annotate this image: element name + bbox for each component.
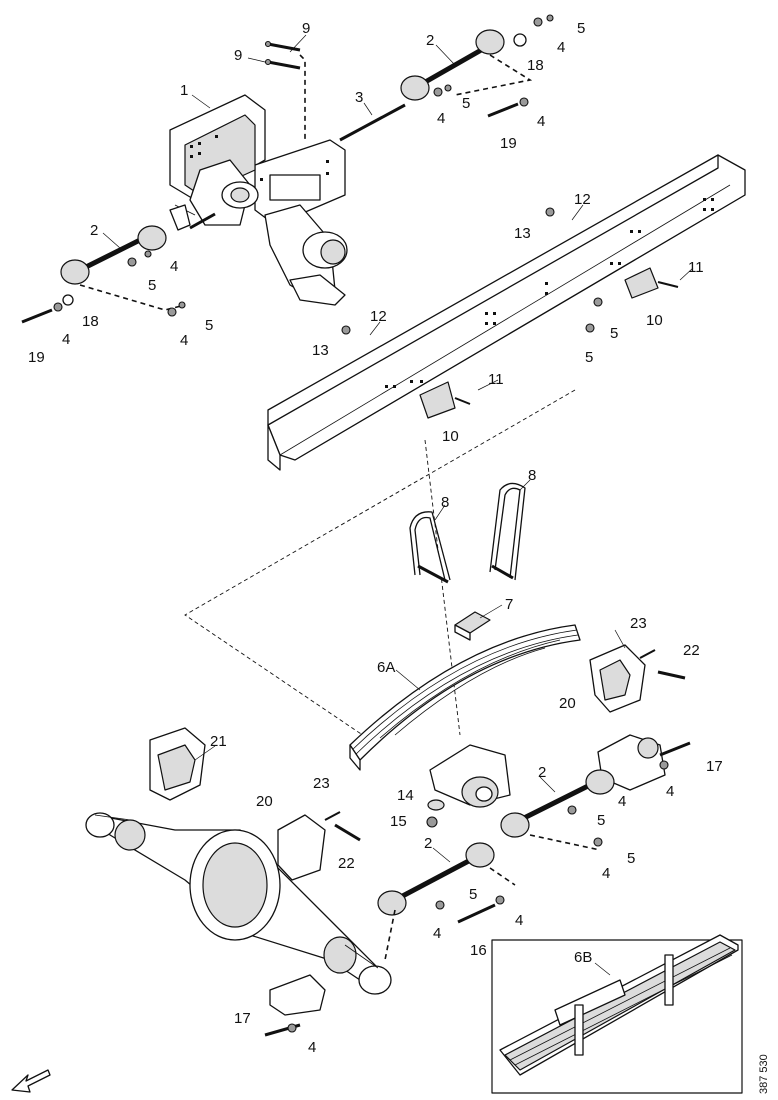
callout-4: 4 bbox=[618, 793, 626, 810]
callout-19: 19 bbox=[28, 349, 45, 366]
trunnion-bracket bbox=[169, 94, 348, 306]
bracket-21 bbox=[149, 727, 206, 801]
u-bolts bbox=[409, 482, 526, 584]
callout-11: 11 bbox=[488, 371, 504, 388]
callout-4: 4 bbox=[515, 912, 523, 929]
callout-18: 18 bbox=[82, 313, 99, 330]
leaf-spring bbox=[349, 624, 581, 771]
reaction-rod-lower-right bbox=[500, 760, 669, 847]
callout-17: 17 bbox=[234, 1010, 251, 1027]
callout-2: 2 bbox=[90, 222, 98, 239]
callout-14: 14 bbox=[397, 787, 414, 804]
callout-23: 23 bbox=[630, 615, 647, 632]
bracket-20-upper bbox=[589, 644, 686, 713]
callout-13: 13 bbox=[312, 342, 329, 359]
callout-22: 22 bbox=[683, 642, 700, 659]
callout-4: 4 bbox=[308, 1039, 316, 1056]
callout-8: 8 bbox=[441, 494, 449, 511]
callout-5: 5 bbox=[577, 20, 585, 37]
callout-9: 9 bbox=[234, 47, 242, 64]
callout-4: 4 bbox=[170, 258, 178, 275]
callout-labels: 9 9 1 2 3 4 5 18 5 4 4 19 2 4 5 18 5 4 4… bbox=[28, 20, 723, 1056]
callout-4: 4 bbox=[433, 925, 441, 942]
callout-12: 12 bbox=[370, 308, 387, 325]
spacer-block bbox=[454, 611, 491, 641]
callout-21: 21 bbox=[210, 733, 227, 750]
brackets-10 bbox=[419, 267, 679, 419]
nut-washer-14-15 bbox=[426, 799, 445, 828]
callout-5: 5 bbox=[148, 277, 156, 294]
callout-15: 15 bbox=[390, 813, 407, 830]
callout-4: 4 bbox=[666, 783, 674, 800]
callout-5: 5 bbox=[585, 349, 593, 366]
callout-22: 22 bbox=[338, 855, 355, 872]
callout-4: 4 bbox=[557, 39, 565, 56]
callout-10: 10 bbox=[442, 428, 459, 445]
fasteners-upper bbox=[21, 14, 603, 335]
callout-19: 19 bbox=[500, 135, 517, 152]
frame-rail bbox=[267, 154, 746, 471]
reaction-rod-lower-left bbox=[377, 842, 505, 924]
direction-arrow-icon bbox=[11, 1069, 51, 1093]
callout-3: 3 bbox=[355, 89, 363, 106]
leader-lines bbox=[102, 34, 694, 976]
callout-6A: 6A bbox=[377, 659, 395, 676]
callout-11: 11 bbox=[688, 259, 704, 276]
frame-holes bbox=[385, 198, 714, 388]
dashed-guides-lower bbox=[384, 834, 601, 961]
rod-3 bbox=[339, 103, 406, 142]
callout-6B: 6B bbox=[574, 949, 592, 966]
callout-4: 4 bbox=[62, 331, 70, 348]
callout-2: 2 bbox=[538, 764, 546, 781]
callout-5: 5 bbox=[462, 95, 470, 112]
callout-4: 4 bbox=[537, 113, 545, 130]
callout-5: 5 bbox=[627, 850, 635, 867]
callout-18: 18 bbox=[527, 57, 544, 74]
callout-13: 13 bbox=[514, 225, 531, 242]
axle-saddle-lower bbox=[264, 974, 326, 1037]
callout-7: 7 bbox=[505, 596, 513, 613]
inset-6B bbox=[491, 934, 743, 1094]
reaction-rod-upper-left bbox=[60, 225, 167, 285]
callout-4: 4 bbox=[180, 332, 188, 349]
callout-20: 20 bbox=[256, 793, 273, 810]
callout-2: 2 bbox=[426, 32, 434, 49]
callout-10: 10 bbox=[646, 312, 663, 329]
callout-2: 2 bbox=[424, 835, 432, 852]
dashed-guides-upper bbox=[79, 54, 533, 311]
callout-8: 8 bbox=[528, 467, 536, 484]
callout-5: 5 bbox=[597, 812, 605, 829]
callout-17: 17 bbox=[706, 758, 723, 775]
callout-9: 9 bbox=[302, 20, 310, 37]
callout-12: 12 bbox=[574, 191, 591, 208]
bolts-9 bbox=[264, 40, 301, 70]
callout-5: 5 bbox=[610, 325, 618, 342]
bracket-20-lower bbox=[277, 811, 361, 881]
spring-seat bbox=[429, 744, 511, 808]
callout-16: 16 bbox=[470, 942, 487, 959]
rod-small bbox=[189, 212, 216, 230]
callout-1: 1 bbox=[180, 82, 188, 99]
document-number: 387 530 bbox=[758, 1054, 770, 1094]
callout-4: 4 bbox=[602, 865, 610, 882]
callout-5: 5 bbox=[469, 886, 477, 903]
callout-4: 4 bbox=[437, 110, 445, 127]
callout-5: 5 bbox=[205, 317, 213, 334]
callout-23: 23 bbox=[313, 775, 330, 792]
callout-20: 20 bbox=[559, 695, 576, 712]
axle-housing bbox=[85, 812, 392, 995]
